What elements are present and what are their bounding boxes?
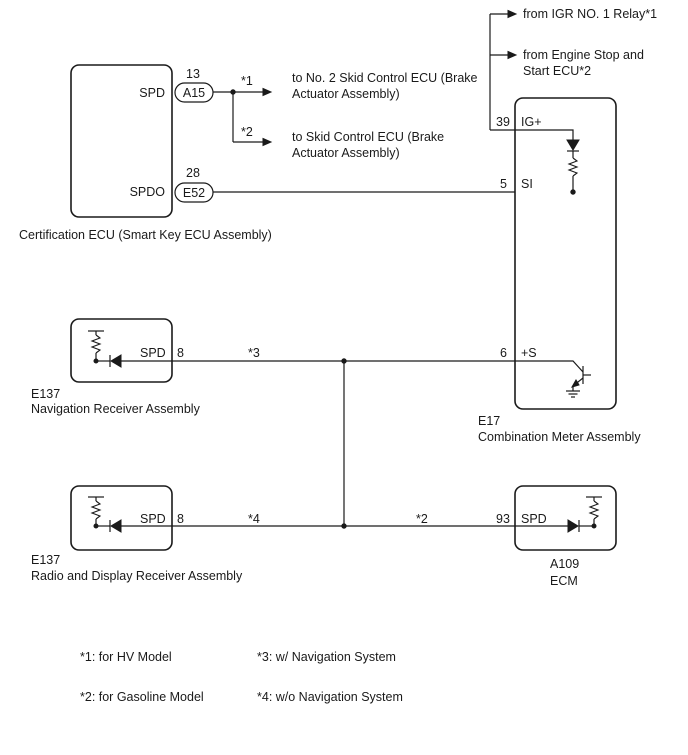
meter-code: E17 bbox=[478, 414, 500, 428]
ecm-resistor bbox=[588, 500, 600, 520]
legend-note-1: *1: for HV Model bbox=[80, 650, 172, 664]
legend-note-4: *4: w/o Navigation System bbox=[257, 690, 403, 704]
signal-to-skid2-line1: to No. 2 Skid Control ECU (Brake bbox=[292, 71, 478, 85]
radio-pin-number: 8 bbox=[177, 512, 184, 526]
nav-resistor bbox=[90, 334, 102, 354]
meter-ig-pin-number: 39 bbox=[496, 115, 510, 129]
legend-note-2: *2: for Gasoline Model bbox=[80, 690, 204, 704]
nav-pin-number: 8 bbox=[177, 346, 184, 360]
wire-speed-bus bbox=[173, 360, 584, 373]
connector-e52-label: E52 bbox=[183, 186, 205, 200]
combination-meter-box bbox=[514, 97, 617, 410]
cert-ecu-name: Certification ECU (Smart Key ECU Assembl… bbox=[19, 228, 272, 242]
ecm-box bbox=[514, 485, 617, 551]
connector-e52-pin: 28 bbox=[186, 166, 200, 180]
legend-note-3: *3: w/ Navigation System bbox=[257, 650, 396, 664]
ecm-pin-number: 93 bbox=[496, 512, 510, 526]
wire-mark-hv: *1 bbox=[241, 74, 253, 88]
signal-to-skid-line2: Actuator Assembly) bbox=[292, 146, 400, 160]
signal-from-engine-stop-line2: Start ECU*2 bbox=[523, 64, 591, 78]
ecm-diode bbox=[567, 519, 579, 533]
meter-diode bbox=[566, 139, 580, 151]
cert-ecu-spdo-pin-label: SPDO bbox=[130, 185, 166, 199]
nav-code: E137 bbox=[31, 387, 60, 401]
connector-a15-pin: 13 bbox=[186, 67, 200, 81]
meter-s-pin-label: +S bbox=[521, 346, 537, 360]
wire-mark-nav: *3 bbox=[248, 346, 260, 360]
wire-mark-gas: *2 bbox=[241, 125, 253, 139]
radio-pin-label: SPD bbox=[140, 512, 166, 526]
arrow-from-engine-stop bbox=[507, 50, 518, 60]
junction-si bbox=[570, 189, 576, 195]
radio-name: Radio and Display Receiver Assembly bbox=[31, 569, 243, 583]
radio-code: E137 bbox=[31, 553, 60, 567]
meter-si-pin-number: 5 bbox=[500, 177, 507, 191]
arrow-to-skid bbox=[262, 137, 273, 147]
meter-ig-pin-label: IG+ bbox=[521, 115, 542, 129]
ecm-name: ECM bbox=[550, 574, 578, 588]
nav-name: Navigation Receiver Assembly bbox=[31, 402, 201, 416]
signal-from-engine-stop-line1: from Engine Stop and bbox=[523, 48, 644, 62]
certification-ecu-box bbox=[70, 64, 173, 218]
meter-s-pin-number: 6 bbox=[500, 346, 507, 360]
signal-to-skid2-line2: Actuator Assembly) bbox=[292, 87, 400, 101]
meter-resistor bbox=[567, 157, 579, 177]
cert-ecu-spd-pin-label: SPD bbox=[139, 86, 165, 100]
wire-mark-wo-nav: *4 bbox=[248, 512, 260, 526]
arrow-from-igr bbox=[507, 9, 518, 19]
wire-mark-ecm-gas: *2 bbox=[416, 512, 428, 526]
ecm-pin-label: SPD bbox=[521, 512, 547, 526]
radio-receiver-box bbox=[70, 485, 173, 551]
signal-from-igr: from IGR NO. 1 Relay*1 bbox=[523, 7, 657, 21]
meter-transistor-arrow bbox=[570, 379, 580, 388]
wire-ig-internal bbox=[490, 129, 574, 140]
meter-name: Combination Meter Assembly bbox=[478, 430, 641, 444]
signal-to-skid-line1: to Skid Control ECU (Brake bbox=[292, 130, 444, 144]
connector-a15-label: A15 bbox=[183, 86, 205, 100]
arrow-to-skid2 bbox=[262, 87, 273, 97]
meter-si-pin-label: SI bbox=[521, 177, 533, 191]
nav-pin-label: SPD bbox=[140, 346, 166, 360]
ecm-code: A109 bbox=[550, 557, 579, 571]
radio-resistor bbox=[90, 500, 102, 520]
